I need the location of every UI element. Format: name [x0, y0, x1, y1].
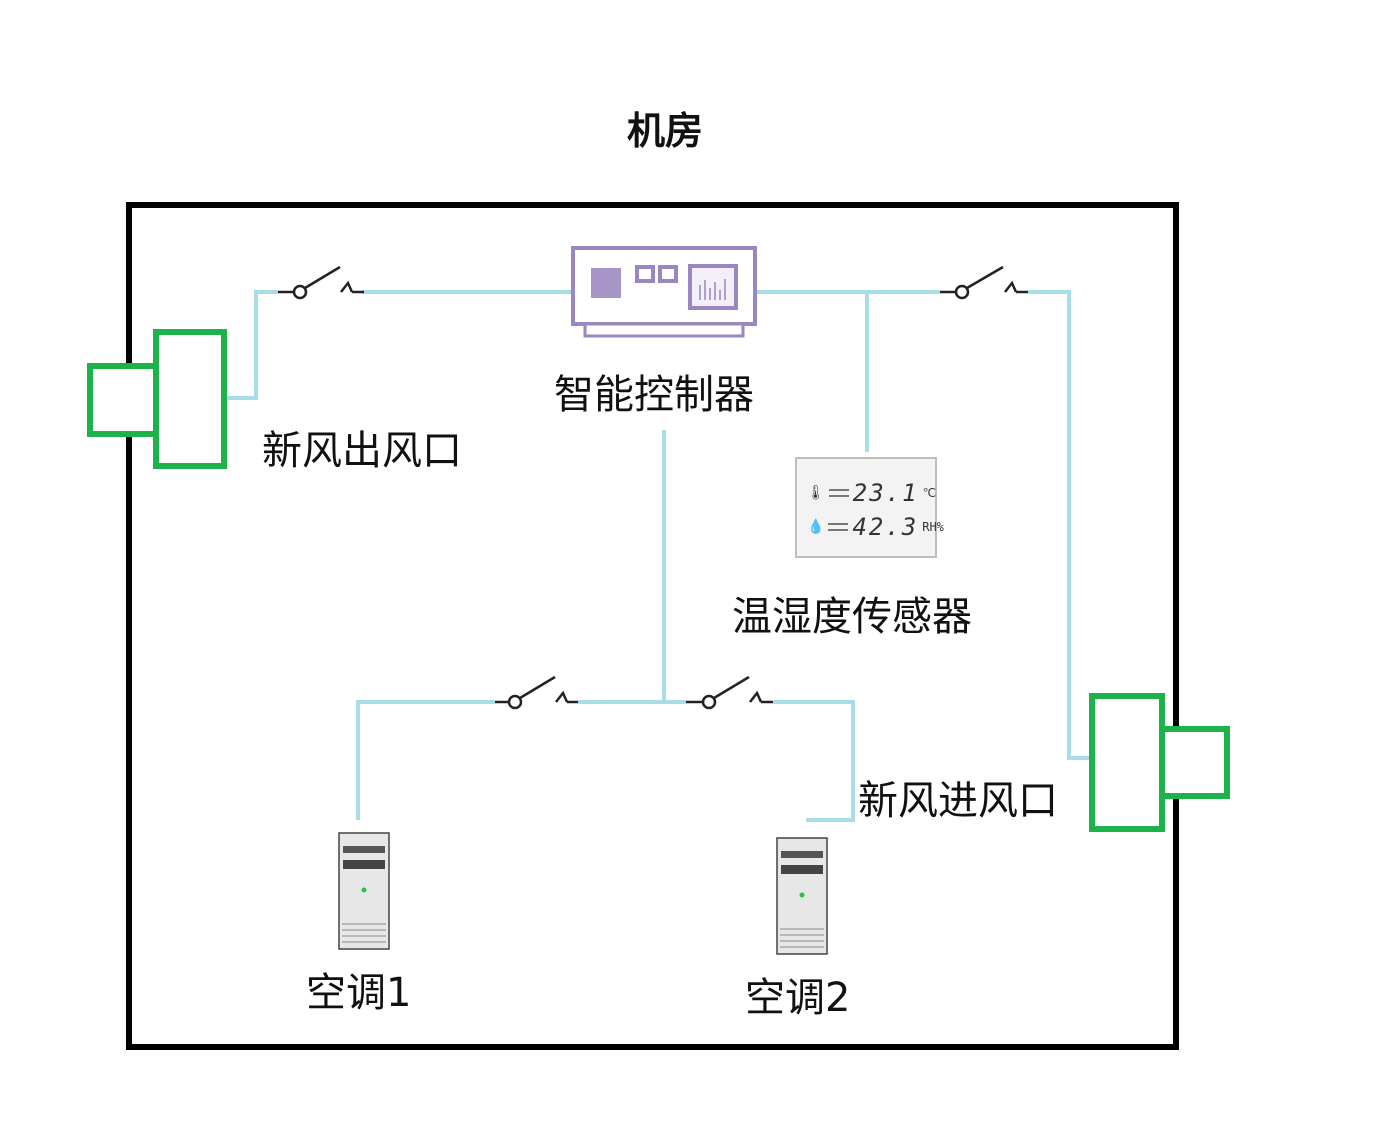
- wire-outlet: [222, 290, 278, 400]
- switch-icon: [686, 675, 773, 710]
- ac2-label: 空调2: [745, 975, 851, 1021]
- wire-inlet: [1028, 290, 1095, 760]
- humidity-label-mark: [828, 523, 849, 531]
- server-tower-icon: [776, 837, 828, 955]
- vent-icon: [87, 329, 227, 469]
- temperature-label-mark: [828, 489, 849, 497]
- ac1-label: 空调1: [306, 970, 412, 1016]
- outlet-label: 新风出风口: [262, 428, 462, 474]
- room-title: 机房: [626, 109, 703, 153]
- temperature-unit: ℃: [922, 486, 937, 500]
- wires: [222, 290, 1095, 822]
- wire-ac1: [356, 700, 495, 820]
- switch-icon: [278, 265, 364, 300]
- droplet-icon: 💧: [807, 519, 825, 535]
- controller-icon: [571, 246, 757, 338]
- humidity-row: 💧 42.3 RH%: [807, 513, 944, 541]
- thermometer-icon: 🌡: [807, 485, 825, 501]
- sensor-label: 温湿度传感器: [732, 594, 972, 640]
- switch-icon: [940, 265, 1028, 300]
- switch-icon: [495, 675, 578, 710]
- temperature-value: 23.1: [852, 479, 919, 507]
- humidity-unit: RH%: [922, 520, 944, 534]
- server-tower-icon: [338, 832, 390, 950]
- room-boundary: [126, 202, 1179, 1050]
- wire-controller-down: [578, 430, 666, 704]
- sensor-display: 🌡 23.1 ℃ 💧 42.3 RH%: [795, 457, 944, 558]
- wire-ac2: [773, 700, 855, 822]
- controller-label: 智能控制器: [554, 372, 754, 418]
- temperature-row: 🌡 23.1 ℃: [807, 479, 936, 507]
- inlet-label: 新风进风口: [858, 778, 1058, 824]
- vent-icon: [1089, 693, 1230, 832]
- humidity-value: 42.3: [852, 513, 919, 541]
